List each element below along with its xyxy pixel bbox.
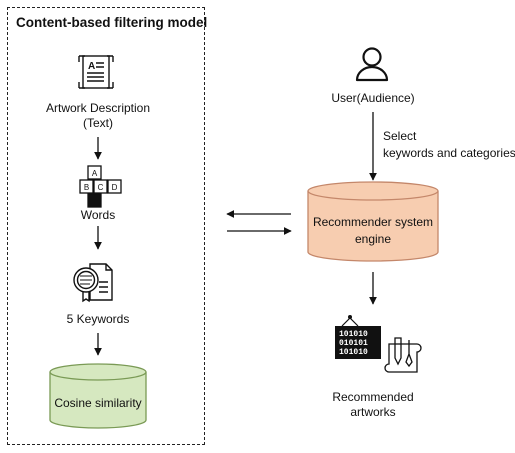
svg-text:D: D	[112, 183, 118, 192]
svg-text:A: A	[88, 61, 95, 72]
words-label: Words	[80, 208, 116, 222]
svg-text:010101: 010101	[339, 339, 368, 348]
svg-text:101010: 101010	[339, 348, 368, 357]
svg-text:C: C	[98, 183, 104, 192]
user-label: User(Audience)	[331, 91, 415, 105]
user-icon	[355, 47, 389, 82]
abc-blocks-icon: A B C D	[79, 165, 122, 208]
model-title: Content-based filtering model	[16, 15, 208, 30]
recommender-engine-cylinder	[307, 181, 439, 262]
svg-text:101010: 101010	[339, 330, 368, 339]
svg-text:A: A	[92, 169, 98, 178]
document-icon: A	[78, 55, 114, 89]
artwork-description-label: Artwork Description (Text)	[45, 101, 151, 130]
content-based-filtering-frame	[7, 7, 205, 445]
select-keywords-label: Select keywords and categories	[383, 129, 515, 160]
recommended-artworks-label: Recommended artworks	[332, 390, 414, 419]
binary-board-icon: 101010 010101 101010	[335, 315, 381, 359]
recommender-engine-label: Recommender system engine	[312, 215, 434, 246]
cosine-similarity-cylinder	[49, 363, 147, 429]
cosine-similarity-label: Cosine similarity	[54, 396, 142, 410]
keywords-label: 5 Keywords	[66, 312, 130, 326]
svg-text:B: B	[84, 183, 89, 192]
art-tools-icon	[384, 337, 422, 373]
search-file-icon	[73, 263, 113, 303]
